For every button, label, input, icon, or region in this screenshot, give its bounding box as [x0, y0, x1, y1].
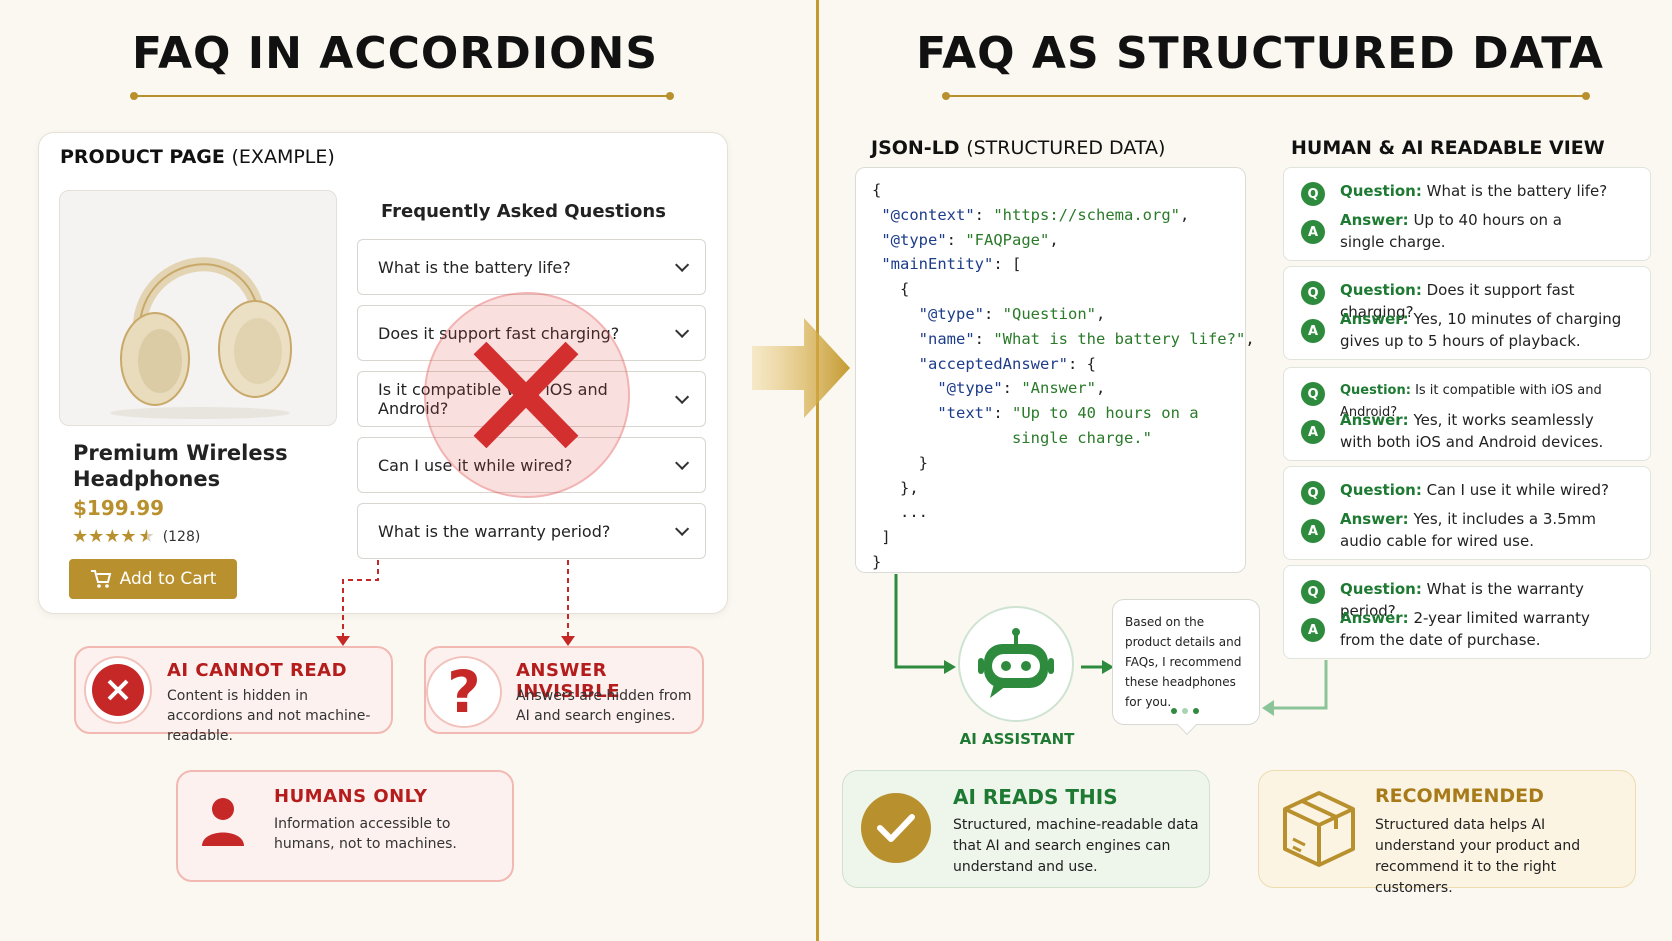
warning-title: ANSWER INVISIBLE [516, 660, 621, 702]
qa-answer: Answer: Yes, 10 minutes of charging give… [1340, 310, 1622, 350]
cart-icon [90, 570, 111, 588]
qa-card: Q Question: Does it support fast chargin… [1283, 266, 1651, 360]
recommended-title: RECOMMENDED [1375, 785, 1544, 807]
faq-heading: Frequently Asked Questions [381, 201, 666, 222]
product-name: Premium Wireless Headphones [73, 441, 288, 491]
right-title: FAQ AS STRUCTURED DATA [916, 28, 1604, 79]
robot-icon [978, 628, 1054, 698]
assistant-bubble-text: Based on the product details and FAQs, I… [1125, 615, 1242, 709]
chevron-down-icon [675, 521, 690, 536]
warning-title: HUMANS ONLY [274, 786, 428, 807]
qa-answer: Answer: Yes, it includes a 3.5mm audio c… [1340, 510, 1596, 550]
center-divider [816, 0, 819, 941]
chevron-down-icon [675, 323, 690, 338]
left-title: FAQ IN ACCORDIONS [131, 28, 659, 79]
checkmark-icon [861, 793, 931, 863]
qa-card: Q Question: What is the battery life? A … [1283, 167, 1651, 261]
answer-badge: A [1301, 618, 1325, 642]
accordion-label: What is the battery life? [378, 257, 571, 277]
star-rating: ★★★★ ★ (128) [72, 526, 200, 547]
half-star-icon: ★ [138, 526, 155, 547]
star-icon: ★★★★ [72, 526, 137, 547]
right-title-rule [942, 92, 1590, 100]
answer-badge: A [1301, 420, 1325, 444]
ai-assistant-avatar [958, 606, 1074, 722]
accordion-label: What is the warranty period? [378, 521, 611, 541]
readable-view-label: HUMAN & AI READABLE VIEW [1291, 137, 1605, 159]
recommended-text: Structured data helps AI understand your… [1375, 817, 1581, 896]
qa-question: Question: What is the battery life? [1340, 182, 1608, 200]
answer-badge: A [1301, 519, 1325, 543]
ai-assistant-label: AI ASSISTANT [959, 730, 1075, 748]
error-x-icon [84, 656, 152, 724]
warning-text: Content is hidden in accordions and not … [167, 688, 371, 744]
accordion-item-battery[interactable]: What is the battery life? [357, 239, 706, 295]
recommended-card: RECOMMENDED Structured data helps AI und… [1258, 770, 1636, 896]
right-arrow-icon [752, 318, 850, 418]
question-mark-icon: ? [426, 656, 502, 728]
question-badge: Q [1301, 182, 1325, 206]
assistant-speech-bubble: Based on the product details and FAQs, I… [1112, 599, 1260, 725]
chevron-down-icon [675, 389, 690, 404]
accordion-item-warranty[interactable]: What is the warranty period? [357, 503, 706, 559]
typing-dots [1171, 708, 1199, 714]
json-code: { "@context": "https://schema.org", "@ty… [872, 181, 1255, 571]
qa-question: Question: What is the warranty period? [1340, 580, 1584, 620]
add-to-cart-button[interactable]: Add to Cart [69, 559, 237, 599]
ai-reads-card: AI READS THIS Structured, machine-readab… [842, 770, 1210, 888]
ai-reads-title: AI READS THIS [953, 785, 1118, 809]
question-badge: Q [1301, 580, 1325, 604]
json-code-block: { "@context": "https://schema.org", "@ty… [855, 167, 1255, 573]
left-title-rule [130, 92, 674, 100]
add-to-cart-label: Add to Cart [119, 569, 217, 589]
box-icon [1283, 791, 1355, 867]
ai-cannot-read-card: AI CANNOT READ Content is hidden in acco… [74, 646, 393, 744]
qa-card: Q Question: Can I use it while wired? A … [1283, 466, 1651, 560]
headphones-icon [110, 257, 292, 419]
json-ld-label: JSON-LD (STRUCTURED DATA) [871, 137, 1166, 159]
warning-text: Information accessible to humans, not to… [274, 816, 457, 852]
red-x-icon [473, 341, 579, 449]
person-icon [202, 798, 244, 846]
qa-card: Q Question: What is the warranty period?… [1283, 565, 1651, 659]
review-count: (128) [162, 528, 201, 545]
qa-answer: Answer: 2-year limited warranty from the… [1340, 609, 1590, 649]
green-connectors [894, 574, 1328, 716]
answer-invisible-card: ? ANSWER INVISIBLE Answers are hidden fr… [424, 646, 704, 734]
qa-question: Question: Does it support fast charging? [1340, 281, 1575, 321]
qa-question: Question: Can I use it while wired? [1340, 481, 1609, 499]
question-badge: Q [1301, 281, 1325, 305]
humans-only-card: HUMANS ONLY Information accessible to hu… [176, 770, 514, 882]
chevron-down-icon [675, 257, 690, 272]
qa-answer: Answer: Up to 40 hours on a single charg… [1340, 211, 1562, 251]
qa-question: Question: Is it compatible with iOS and … [1340, 383, 1602, 420]
answer-badge: A [1301, 220, 1325, 244]
product-page-label: PRODUCT PAGE (EXAMPLE) [60, 146, 335, 168]
product-price: $199.99 [73, 496, 165, 520]
qa-card: Q Question: Is it compatible with iOS an… [1283, 367, 1651, 461]
qa-answer: Answer: Yes, it works seamlessly with bo… [1340, 411, 1604, 451]
warning-text: Answers are hidden from AI and search en… [516, 688, 692, 724]
answer-badge: A [1301, 319, 1325, 343]
question-badge: Q [1301, 481, 1325, 505]
product-image [59, 190, 337, 426]
question-badge: Q [1301, 382, 1325, 406]
warning-title: AI CANNOT READ [167, 660, 348, 681]
chevron-down-icon [675, 455, 690, 470]
dashed-connectors [336, 560, 575, 646]
ai-reads-text: Structured, machine-readable data that A… [953, 817, 1199, 875]
